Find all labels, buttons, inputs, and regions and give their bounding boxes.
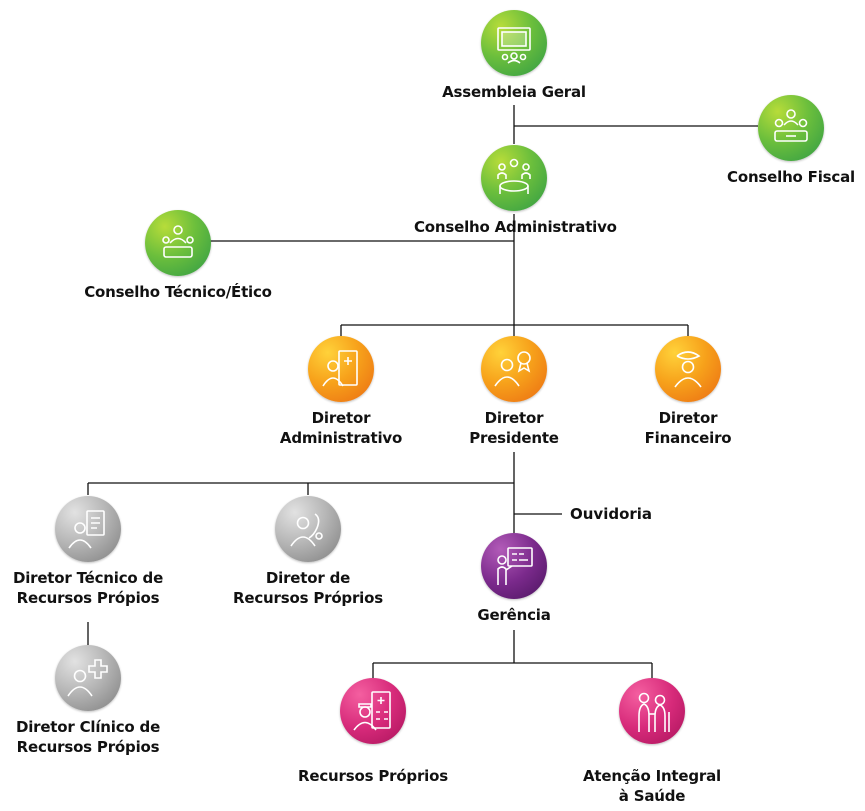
- node-label-line: Diretor Clínico de: [15, 718, 161, 736]
- node-diretor-recursos: Diretor de Recursos Próprios: [208, 496, 408, 608]
- node-conselho-tecnico: Conselho Técnico/Ético: [78, 210, 278, 302]
- node-label-line: Conselho Administrativo: [414, 218, 617, 236]
- node-conselho-administrativo: Conselho Administrativo: [414, 145, 617, 237]
- node-label-line: Diretor: [658, 409, 718, 427]
- node-label-line: Recursos Própios: [16, 738, 160, 756]
- node-conselho-fiscal: Conselho Fiscal: [691, 95, 865, 187]
- node-diretor-administrativo: Diretor Administrativo: [241, 336, 441, 448]
- node-atencao-integral: Atenção Integral à Saúde: [552, 678, 752, 806]
- node-label-line: Atenção Integral: [583, 767, 721, 785]
- node-diretor-presidente: Diretor Presidente: [414, 336, 614, 448]
- node-label-line: Recursos Próprios: [298, 767, 448, 785]
- node-label-line: Gerência: [477, 606, 551, 624]
- board-meeting-icon: [481, 145, 547, 211]
- manager-chart-icon: [481, 533, 547, 599]
- node-label-line: à Saúde: [618, 787, 686, 805]
- director-badge-icon: [481, 336, 547, 402]
- node-diretor-financeiro: Diretor Financeiro: [588, 336, 788, 448]
- node-label-line: Administrativo: [279, 429, 403, 447]
- node-label-line: Conselho Fiscal: [727, 168, 855, 186]
- node-recursos-proprios: Recursos Próprios: [273, 678, 473, 786]
- council-people-icon: [145, 210, 211, 276]
- node-label-line: Assembleia Geral: [442, 83, 586, 101]
- node-label-line: Financeiro: [644, 429, 732, 447]
- node-diretor-tecnico: Diretor Técnico de Recursos Própios: [0, 496, 188, 608]
- node-label-line: Conselho Técnico/Ético: [84, 283, 272, 301]
- nurse-hospital-icon: [340, 678, 406, 744]
- node-label-line: Diretor: [484, 409, 544, 427]
- node-gerencia: Gerência: [414, 533, 614, 625]
- doctor-document-icon: [308, 336, 374, 402]
- node-label-line: Recursos Próprios: [233, 589, 383, 607]
- node-label-line: Presidente: [469, 429, 559, 447]
- node-ouvidoria: Ouvidoria: [570, 505, 653, 523]
- node-label-line: Diretor: [311, 409, 371, 427]
- clipboard-doctor-icon: [55, 496, 121, 562]
- medical-cross-doctor-icon: [55, 645, 121, 711]
- caregiver-elderly-icon: [619, 678, 685, 744]
- node-diretor-clinico: Diretor Clínico de Recursos Própios: [0, 645, 188, 757]
- presentation-board-icon: [481, 10, 547, 76]
- stethoscope-doctor-icon: [275, 496, 341, 562]
- node-assembleia-geral: Assembleia Geral: [414, 10, 614, 102]
- node-label-line: Diretor de: [265, 569, 351, 587]
- node-label-line: Diretor Técnico de: [12, 569, 164, 587]
- director-finance-icon: [655, 336, 721, 402]
- meeting-table-icon: [758, 95, 824, 161]
- node-label-line: Recursos Própios: [16, 589, 160, 607]
